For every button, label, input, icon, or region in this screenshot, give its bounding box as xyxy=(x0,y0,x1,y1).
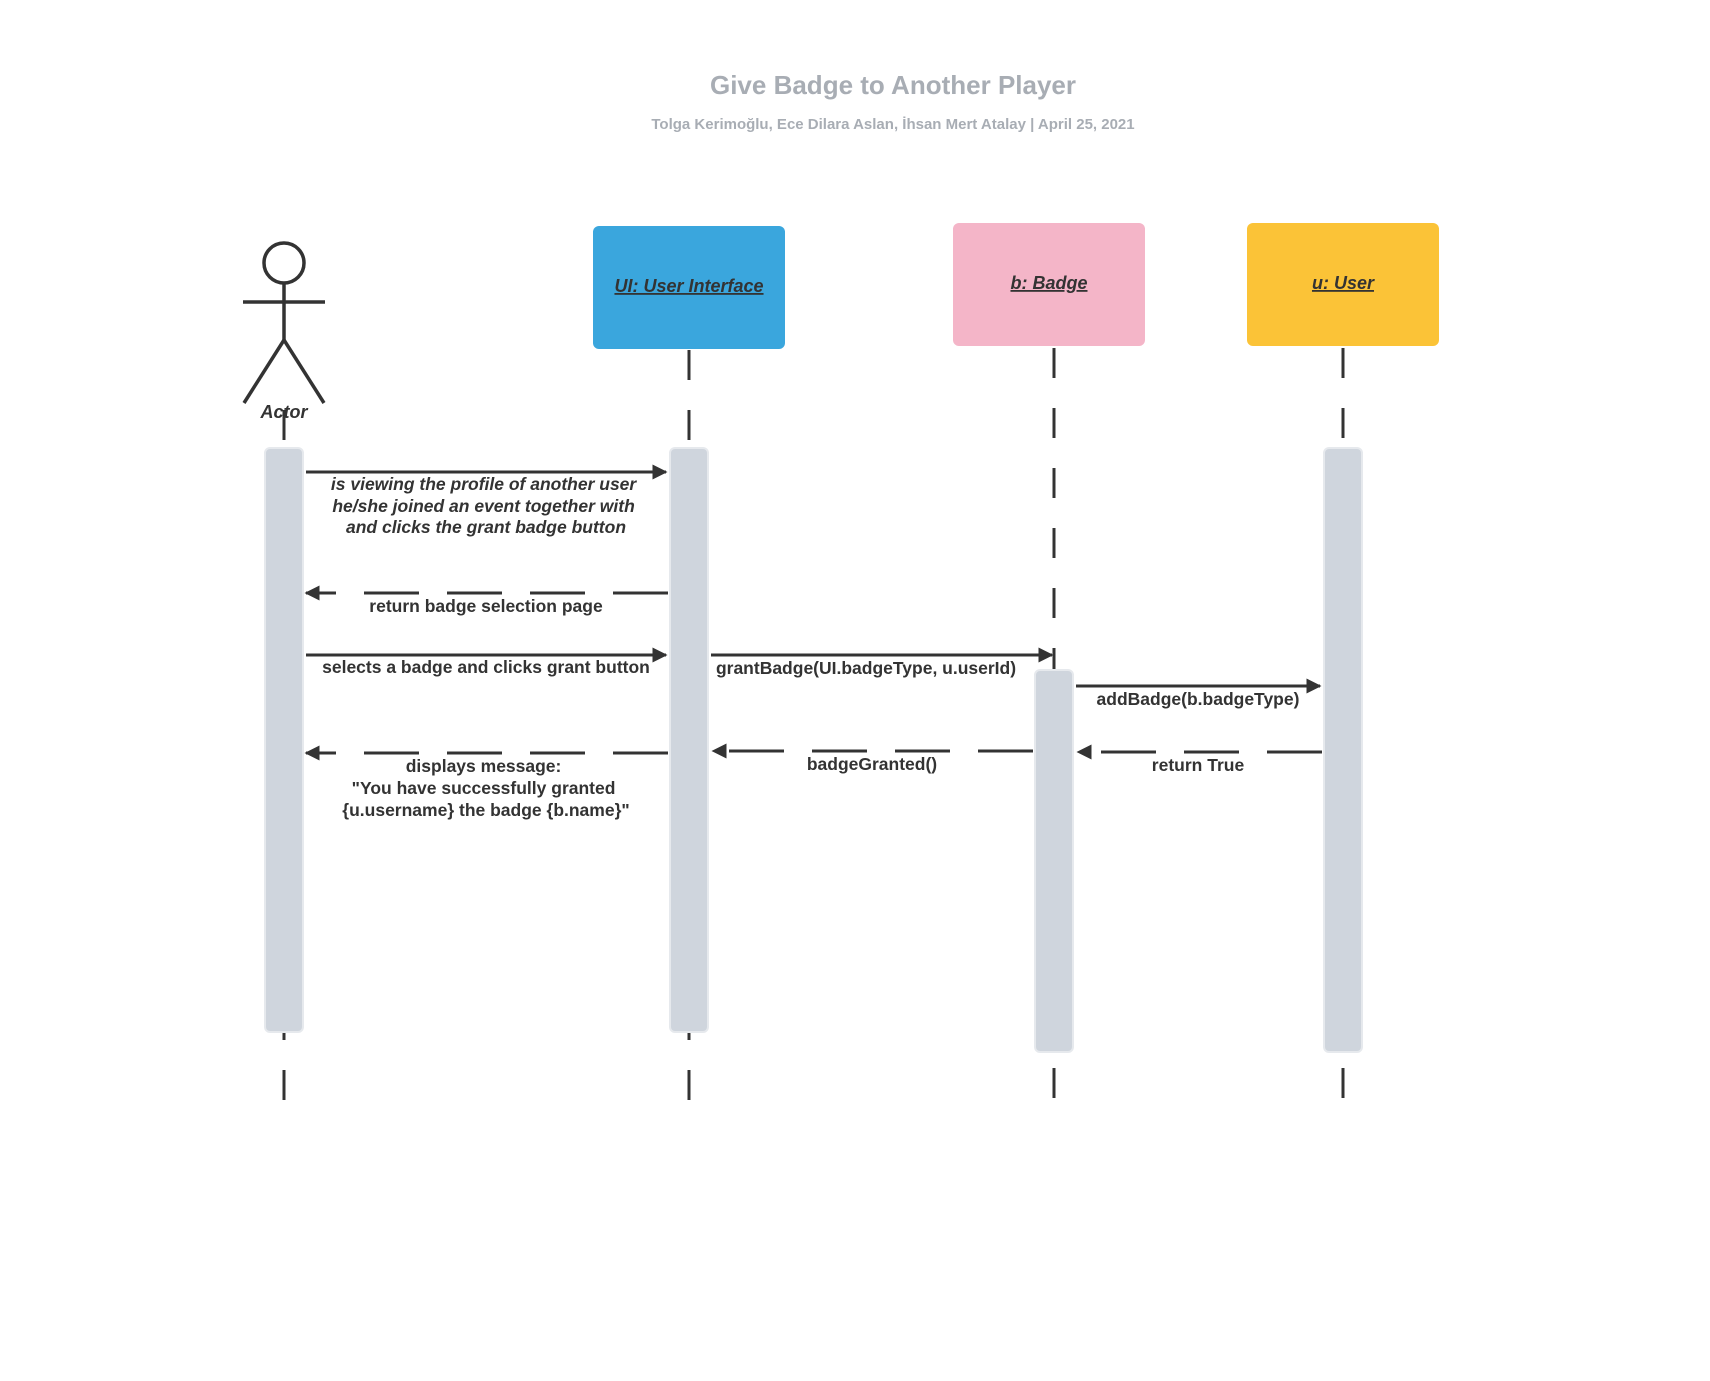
diagram-subtitle: Tolga Kerimoğlu, Ece Dilara Aslan, İhsan… xyxy=(651,116,1134,133)
object-badge: b: Badge xyxy=(953,223,1145,346)
message-label-badge-granted: badgeGranted() xyxy=(807,754,937,774)
message-label-return-selection: return badge selection page xyxy=(369,596,603,616)
activation-actor xyxy=(264,447,304,1033)
message-label-add-badge: addBadge(b.badgeType) xyxy=(1097,689,1300,709)
actor-label: Actor xyxy=(259,402,308,422)
object-badge-label: b: Badge xyxy=(1010,273,1087,293)
activation-ui xyxy=(669,447,709,1033)
message-label-return-true: return True xyxy=(1152,755,1245,775)
message-label-view-profile: is viewing the profile of another user h… xyxy=(331,474,641,537)
message-label-select-badge: selects a badge and clicks grant button xyxy=(322,657,650,677)
stick-figure-icon xyxy=(242,241,326,404)
activation-user xyxy=(1323,447,1363,1053)
message-label-display-message: displays message: "You have successfully… xyxy=(342,756,629,820)
object-user-label: u: User xyxy=(1312,273,1375,293)
activation-badge xyxy=(1034,669,1074,1053)
object-ui-label: UI: User Interface xyxy=(614,276,763,296)
diagram-title: Give Badge to Another Player xyxy=(710,70,1076,100)
object-user: u: User xyxy=(1247,223,1439,346)
message-label-grant-badge: grantBadge(UI.badgeType, u.userId) xyxy=(716,658,1016,678)
object-ui: UI: User Interface xyxy=(593,226,785,349)
